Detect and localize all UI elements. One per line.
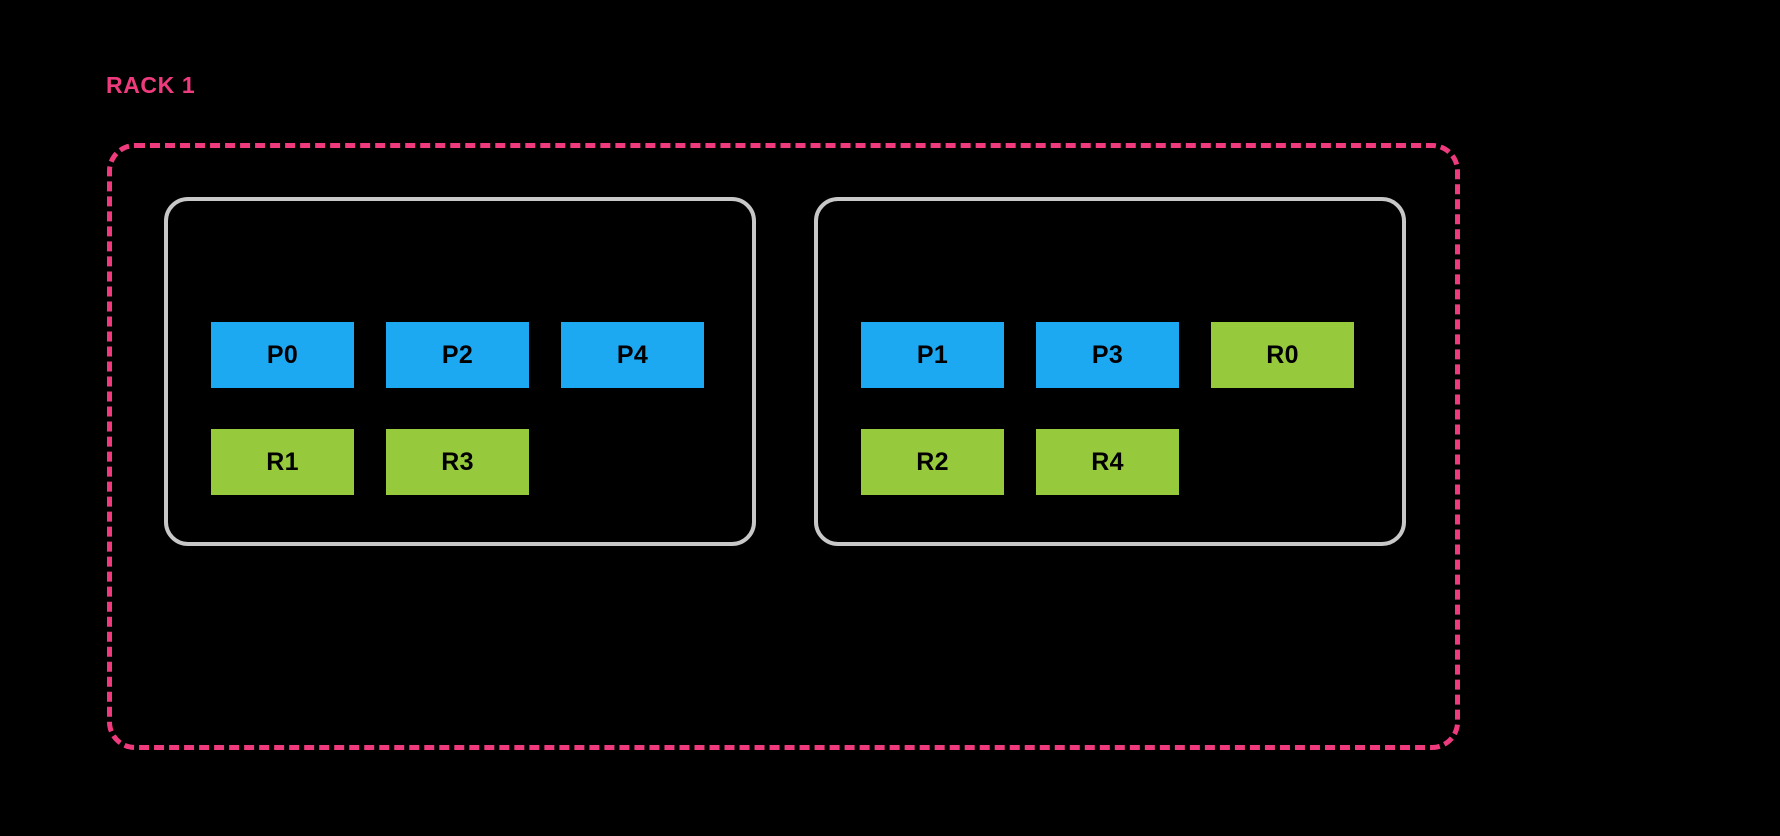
rack-title: RACK 1 — [106, 72, 196, 98]
partition-label: R1 — [266, 447, 299, 476]
partition-label: P3 — [1091, 340, 1124, 369]
partition-label: P0 — [266, 340, 299, 369]
partition-cell[interactable]: R2 — [861, 429, 1004, 495]
partition-cell[interactable]: R1 — [211, 429, 354, 495]
partition-label: R3 — [441, 447, 474, 476]
node-right-row-bottom: R2 R4 — [861, 429, 1179, 495]
partition-label: R0 — [1266, 340, 1299, 369]
node-left-row-bottom: R1 R3 — [211, 429, 529, 495]
partition-label: P4 — [616, 340, 649, 369]
node-right-row-top: P1 P3 R0 — [861, 322, 1354, 388]
partition-cell[interactable]: P2 — [386, 322, 529, 388]
partition-label: P1 — [916, 340, 949, 369]
partition-label: R2 — [916, 447, 949, 476]
partition-cell[interactable]: P3 — [1036, 322, 1179, 388]
partition-cell[interactable]: R3 — [386, 429, 529, 495]
partition-cell[interactable]: P4 — [561, 322, 704, 388]
partition-cell[interactable]: P0 — [211, 322, 354, 388]
rack-container — [107, 143, 1460, 750]
node-box-left — [164, 197, 756, 546]
partition-label: R4 — [1091, 447, 1124, 476]
partition-cell[interactable]: R4 — [1036, 429, 1179, 495]
node-left-row-top: P0 P2 P4 — [211, 322, 704, 388]
partition-label: P2 — [441, 340, 474, 369]
partition-cell[interactable]: R0 — [1211, 322, 1354, 388]
node-box-right — [814, 197, 1406, 546]
partition-cell[interactable]: P1 — [861, 322, 1004, 388]
